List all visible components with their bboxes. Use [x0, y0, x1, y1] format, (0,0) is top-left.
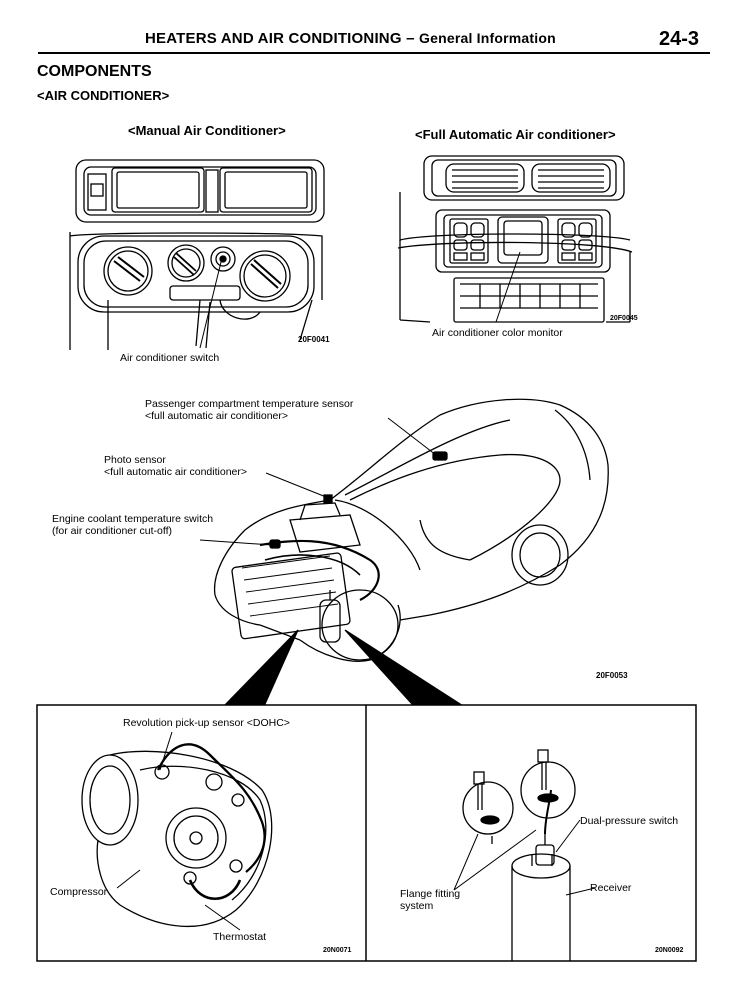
auto-ac-dashboard-drawing	[397, 155, 633, 323]
receiver-figure-code: 20N0092	[655, 947, 684, 954]
car-figure-code: 20F0053	[596, 671, 628, 680]
auto-ac-caption: <Full Automatic Air conditioner>	[415, 127, 616, 142]
revolution-sensor-label: Revolution pick-up sensor <DOHC>	[123, 717, 290, 729]
header-subtitle: General Information	[419, 30, 556, 46]
flange-fitting-label: Flange fitting system	[400, 888, 460, 912]
coolant-switch-line1: Engine coolant temperature switch	[52, 513, 214, 525]
coolant-switch-label: Engine coolant temperature switch (for a…	[52, 513, 213, 537]
passenger-sensor-line2: <full automatic air conditioner>	[145, 410, 288, 422]
page-number: 24-3	[659, 28, 700, 50]
receiver-label: Receiver	[590, 882, 632, 894]
section-subtitle: <AIR CONDITIONER>	[37, 88, 170, 103]
air-conditioner-switch-label: Air conditioner switch	[120, 352, 220, 364]
compressor-label: Compressor	[50, 886, 108, 898]
car-drawing	[213, 398, 609, 662]
passenger-sensor-line1: Passenger compartment temperature sensor	[145, 398, 354, 410]
section-title: COMPONENTS	[37, 63, 152, 80]
auto-figure-code: 20F0045	[610, 315, 638, 322]
manual-figure-code: 20F0041	[298, 335, 330, 344]
photo-sensor-line1: Photo sensor	[104, 454, 166, 466]
photo-sensor-label: Photo sensor <full automatic air conditi…	[104, 454, 247, 478]
color-monitor-label: Air conditioner color monitor	[432, 327, 563, 339]
flange-fitting-line1: Flange fitting	[400, 888, 461, 900]
header-title: HEATERS AND AIR CONDITIONING	[145, 30, 402, 47]
header-dash: –	[406, 30, 415, 47]
passenger-sensor-label: Passenger compartment temperature sensor…	[145, 398, 353, 422]
compressor-figure-code: 20N0071	[323, 947, 352, 954]
compressor-leaders	[116, 869, 241, 931]
header-rule	[38, 52, 710, 54]
zoom-wedges	[224, 629, 463, 705]
compressor-drawing	[81, 731, 273, 927]
coolant-switch-line2: (for air conditioner cut-off)	[52, 525, 173, 537]
car-leader-lines	[199, 417, 437, 546]
manual-ac-caption: <Manual Air Conditioner>	[128, 123, 286, 138]
photo-sensor-line2: <full automatic air conditioner>	[104, 466, 247, 478]
page-header-title: HEATERS AND AIR CONDITIONING – General I…	[145, 30, 556, 47]
manual-ac-dashboard-drawing	[69, 159, 325, 350]
flange-fitting-line2: system	[400, 900, 434, 912]
dual-pressure-switch-label: Dual-pressure switch	[580, 815, 679, 827]
receiver-drawing	[453, 749, 596, 961]
thermostat-label: Thermostat	[213, 931, 267, 943]
